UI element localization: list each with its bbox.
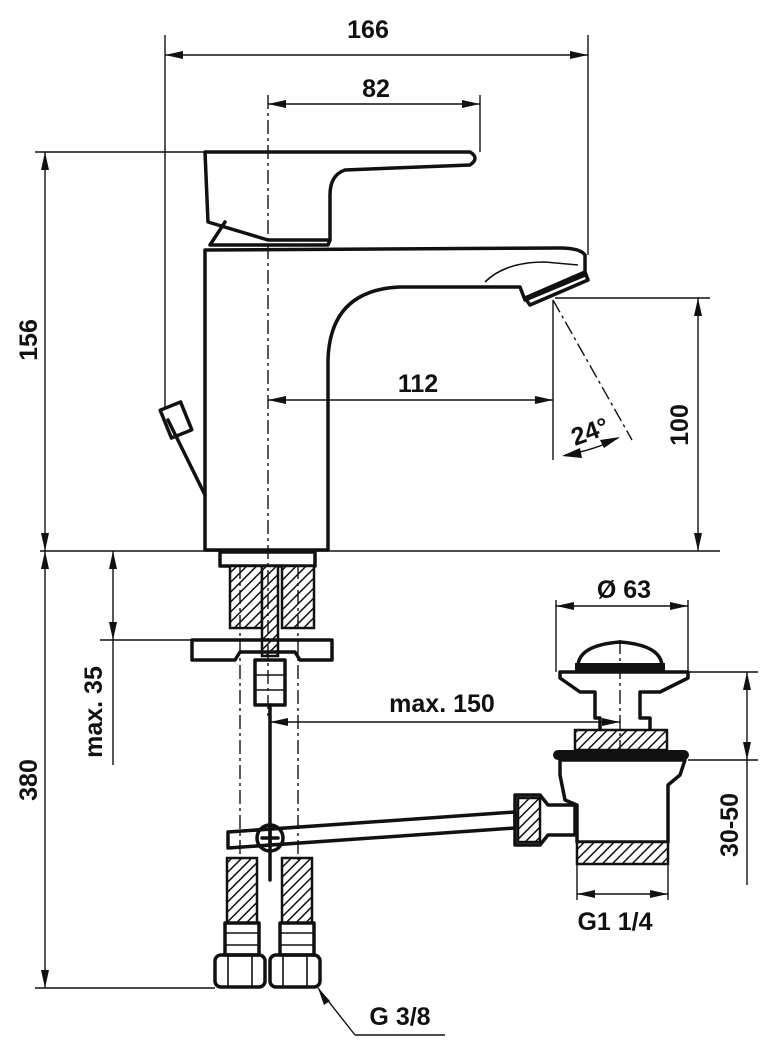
- dim-spout-reach: [268, 300, 554, 460]
- lever-handle: [203, 150, 477, 242]
- dim-overall-width: [164, 35, 589, 410]
- label-total-height: 156: [15, 319, 43, 361]
- dim-waste-range: [665, 671, 758, 885]
- faucet-body: [158, 150, 590, 552]
- linkage-clamp: [255, 823, 285, 853]
- threaded-stud: [260, 564, 280, 658]
- dim-total-height: [35, 151, 205, 551]
- dim-waste-thread: [576, 864, 669, 900]
- popup-rod: [158, 400, 207, 497]
- popup-waste: [513, 640, 690, 866]
- spout-flow-line: [552, 299, 633, 441]
- dim-waste-diameter: [555, 600, 689, 672]
- label-spout-reach: 112: [398, 370, 438, 398]
- dim-handle-width: [268, 95, 481, 152]
- dim-rod-length: [270, 718, 620, 726]
- label-hose-thread: G 3/8: [369, 1003, 430, 1031]
- fixing-nut: [253, 658, 287, 707]
- label-below-counter: 380: [15, 759, 43, 801]
- spout-body: [203, 246, 587, 552]
- mounting-plate: [190, 638, 334, 662]
- label-spout-height: 100: [666, 404, 694, 446]
- spout-tip-detail: [484, 261, 579, 283]
- dim-spout-height: [555, 297, 710, 551]
- label-waste-thread: G1 1/4: [577, 908, 652, 936]
- label-rod-length: max. 150: [389, 690, 495, 718]
- label-max-thickness: max. 35: [80, 666, 108, 758]
- waste-body: [558, 758, 687, 844]
- supply-pipe-left: [228, 564, 264, 630]
- label-overall-width: 166: [347, 16, 389, 44]
- label-handle-width: 82: [362, 75, 390, 103]
- aerator: [523, 270, 590, 307]
- label-waste-range: 30-50: [716, 793, 744, 857]
- leader-hose-thread: [317, 987, 445, 1036]
- flex-hoses: [213, 856, 322, 989]
- dim-spout-angle: [562, 437, 620, 458]
- dim-below-counter: [35, 551, 215, 989]
- dim-max-thickness: [100, 551, 192, 765]
- cartridge-cap: [208, 220, 332, 247]
- label-waste-diameter: Ø 63: [597, 576, 651, 604]
